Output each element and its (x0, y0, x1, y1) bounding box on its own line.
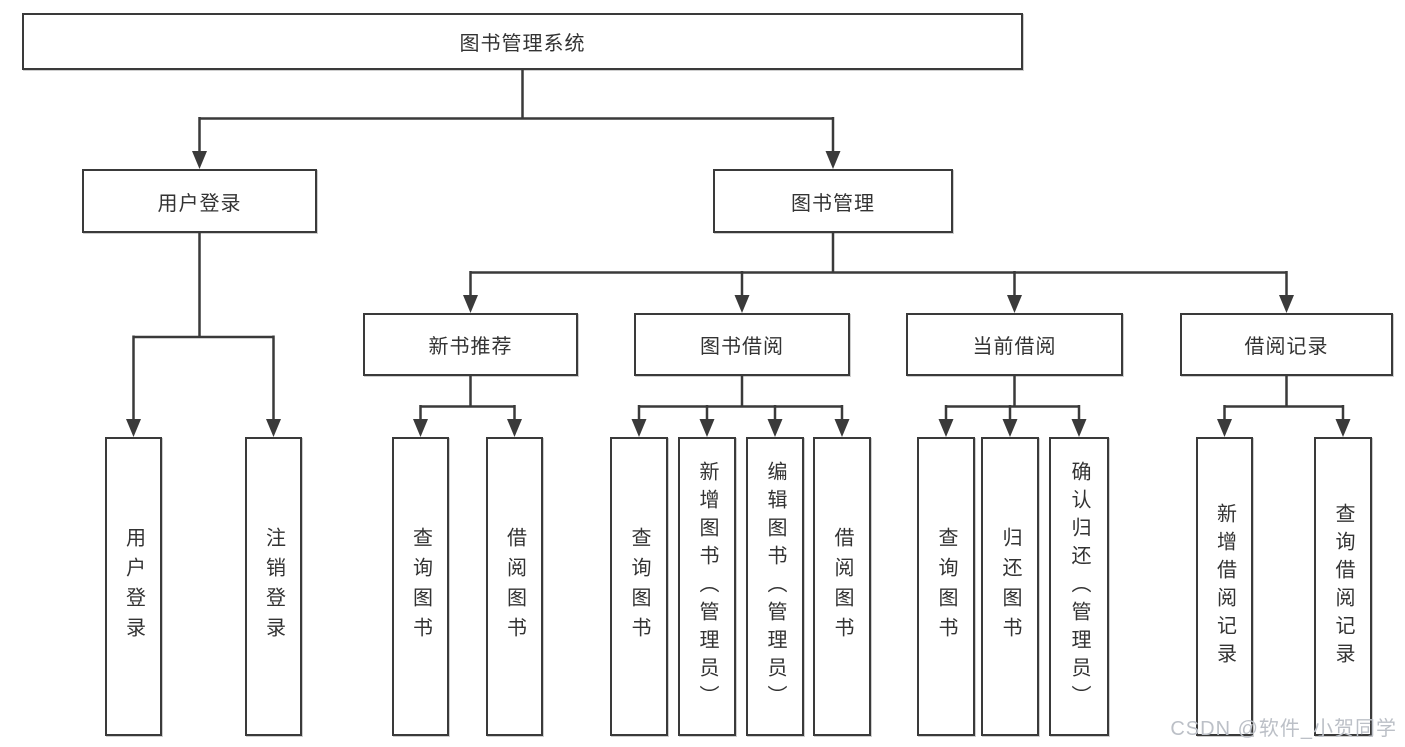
leaf-confirm-return-admin: 确认归还（管理员） (1049, 437, 1109, 736)
leaf-user-login: 用户登录 (105, 437, 162, 736)
leaf-label: 新增图书（管理员） (696, 460, 718, 713)
leaf-borrow-books: 借阅图书 (486, 437, 543, 736)
leaf-label: 查询图书 (628, 526, 650, 647)
leaf-label: 用户登录 (122, 526, 145, 647)
node-book-borrowing: 图书借阅 (634, 313, 850, 376)
leaf-edit-books-admin: 编辑图书（管理员） (746, 437, 804, 736)
leaf-label: 借阅图书 (503, 526, 526, 647)
leaf-label: 查询借阅记录 (1332, 502, 1354, 671)
leaf-label: 查询图书 (409, 526, 432, 647)
csdn-watermark: CSDN @软件_小贺同学 (1170, 718, 1397, 740)
node-book-management: 图书管理 (713, 169, 953, 233)
node-current-borrowing: 当前借阅 (906, 313, 1123, 376)
leaf-logout: 注销登录 (245, 437, 302, 736)
leaf-query-borrow-record: 查询借阅记录 (1314, 437, 1372, 736)
leaf-label: 新增借阅记录 (1213, 502, 1236, 671)
node-label: 图书管理系统 (459, 33, 586, 55)
node-label: 新书推荐 (428, 336, 513, 358)
node-label: 用户登录 (157, 192, 242, 215)
leaf-return-books: 归还图书 (981, 437, 1039, 736)
leaf-add-borrow-record: 新增借阅记录 (1196, 437, 1253, 736)
node-label: 当前借阅 (972, 336, 1057, 358)
node-new-book-recommend: 新书推荐 (363, 313, 578, 376)
leaf-label: 归还图书 (999, 526, 1021, 647)
leaf-label: 确认归还（管理员） (1068, 460, 1090, 713)
leaf-add-books-admin: 新增图书（管理员） (678, 437, 736, 736)
leaf-query-books: 查询图书 (610, 437, 668, 736)
node-borrowing-records: 借阅记录 (1180, 313, 1393, 376)
leaf-borrow-books: 借阅图书 (813, 437, 871, 736)
leaf-query-books: 查询图书 (917, 437, 975, 736)
node-label: 图书管理 (791, 192, 875, 215)
node-label: 借阅记录 (1244, 336, 1329, 358)
node-label: 图书借阅 (700, 336, 784, 358)
leaf-label: 查询图书 (935, 526, 957, 647)
leaf-label: 编辑图书（管理员） (764, 460, 786, 713)
node-library-system: 图书管理系统 (22, 13, 1023, 70)
leaf-query-books: 查询图书 (392, 437, 449, 736)
leaf-label: 注销登录 (262, 526, 285, 647)
node-user-login: 用户登录 (82, 169, 317, 233)
leaf-label: 借阅图书 (831, 526, 853, 647)
